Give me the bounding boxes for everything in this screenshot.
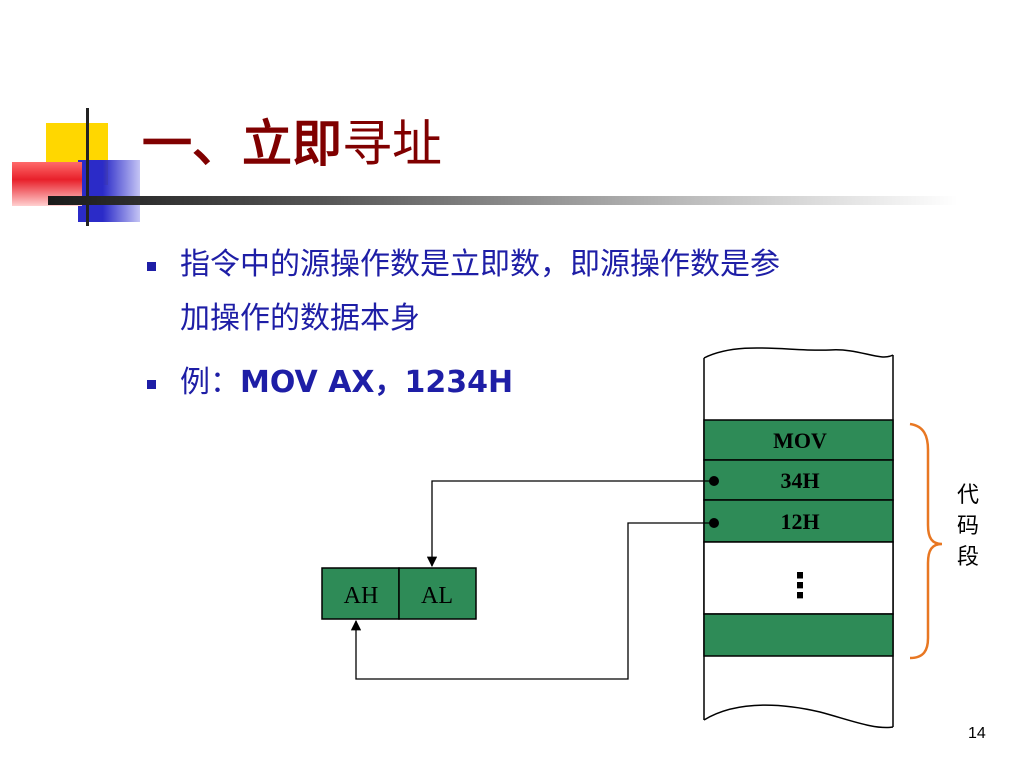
memory-top-wave <box>703 347 894 359</box>
code-segment-bracket <box>909 422 943 660</box>
code-segment-label-3: 段 <box>957 545 979 570</box>
arrow-12h-to-ah <box>350 522 714 680</box>
title-normal-part: 寻址 <box>342 115 442 173</box>
example-prefix: 例： <box>180 365 240 400</box>
register-al <box>398 567 477 620</box>
slide-title: 一、立即寻址 <box>142 114 442 174</box>
title-underline <box>48 196 958 205</box>
decor-vertical-line <box>86 108 89 226</box>
memory-cell-empty <box>703 541 894 615</box>
example-instruction: MOV AX，1234H <box>240 365 514 400</box>
register-al-label: AL <box>421 583 453 609</box>
memory-cell-12h <box>703 499 894 543</box>
memory-cell-12h-label: 12H <box>780 509 819 534</box>
bullet-marker <box>147 380 156 389</box>
register-ah-label: AH <box>344 583 379 609</box>
bullet-2: 例：MOV AX，1234H <box>180 358 513 408</box>
memory-cell-last <box>703 613 894 657</box>
code-segment-label-2: 码 <box>957 514 979 539</box>
code-segment-label-1: 代 <box>957 483 979 508</box>
arrow-34h-to-ah <box>426 480 714 568</box>
register-ah <box>321 567 400 620</box>
memory-ellipsis: ⋮ <box>783 566 817 606</box>
bullet-1-line-1: 指令中的源操作数是立即数，即源操作数是参 <box>180 247 780 282</box>
memory-cell-34h-label: 34H <box>780 468 819 493</box>
memory-cell-mov-label: MOV <box>773 428 827 453</box>
memory-bottom-wave <box>703 704 894 729</box>
title-bold-part: 一、立即 <box>142 115 342 173</box>
bullet-marker <box>147 262 156 271</box>
memory-cell-mov <box>703 419 894 461</box>
page-number: 14 <box>968 725 986 742</box>
bullet-1-line-2: 加操作的数据本身 <box>180 301 420 336</box>
